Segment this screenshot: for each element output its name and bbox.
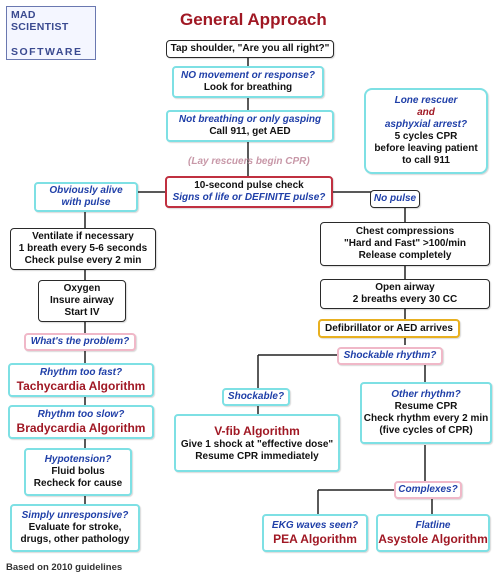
shockable-box: Shockable? [222,388,290,406]
logo: MAD SCIENTIST SOFTWARE [6,6,96,60]
no-movement-box: NO movement or response? Look for breath… [172,66,324,98]
not-breathing-box: Not breathing or only gasping Call 911, … [166,110,334,142]
vfib-box: V-fib Algorithm Give 1 shock at "effecti… [174,414,340,472]
defibrillator-box: Defibrillator or AED arrives [318,319,460,338]
ventilate-box: Ventilate if necessary 1 breath every 5-… [10,228,156,270]
shockable-rhythm-box: Shockable rhythm? [337,347,443,365]
open-airway-box: Open airway 2 breaths every 30 CC [320,279,490,309]
unresponsive-box: Simply unresponsive? Evaluate for stroke… [10,504,140,552]
complexes-box: Complexes? [394,481,462,499]
pea-box: EKG waves seen? PEA Algorithm [262,514,368,552]
page-title: General Approach [180,10,327,29]
footer-note: Based on 2010 guidelines [6,562,123,573]
compressions-box: Chest compressions "Hard and Fast" >100/… [320,222,490,266]
other-rhythm-box: Other rhythm? Resume CPR Check rhythm ev… [360,382,492,444]
logo-line2: SOFTWARE [11,46,83,58]
bradycardia-box: Rhythm too slow? Bradycardia Algorithm [8,405,154,439]
oxygen-box: Oxygen Insure airway Start IV [38,280,126,322]
asystole-box: Flatline Asystole Algorithm [376,514,490,552]
tap-shoulder-box: Tap shoulder, "Are you all right?" [166,40,334,58]
problem-question-box: What's the problem? [24,333,136,351]
no-pulse-box: No pulse [370,190,420,208]
pulse-check-box: 10-second pulse check Signs of life or D… [165,176,333,208]
alive-with-pulse-box: Obviously alive with pulse [34,182,138,212]
lone-rescuer-box: Lone rescuer and asphyxial arrest? 5 cyc… [364,88,488,174]
hypotension-box: Hypotension? Fluid bolus Recheck for cau… [24,448,132,496]
lay-rescuers-note: (Lay rescuers begin CPR) [188,156,310,167]
logo-line1: MAD SCIENTIST [11,9,69,33]
tachycardia-box: Rhythm too fast? Tachycardia Algorithm [8,363,154,397]
